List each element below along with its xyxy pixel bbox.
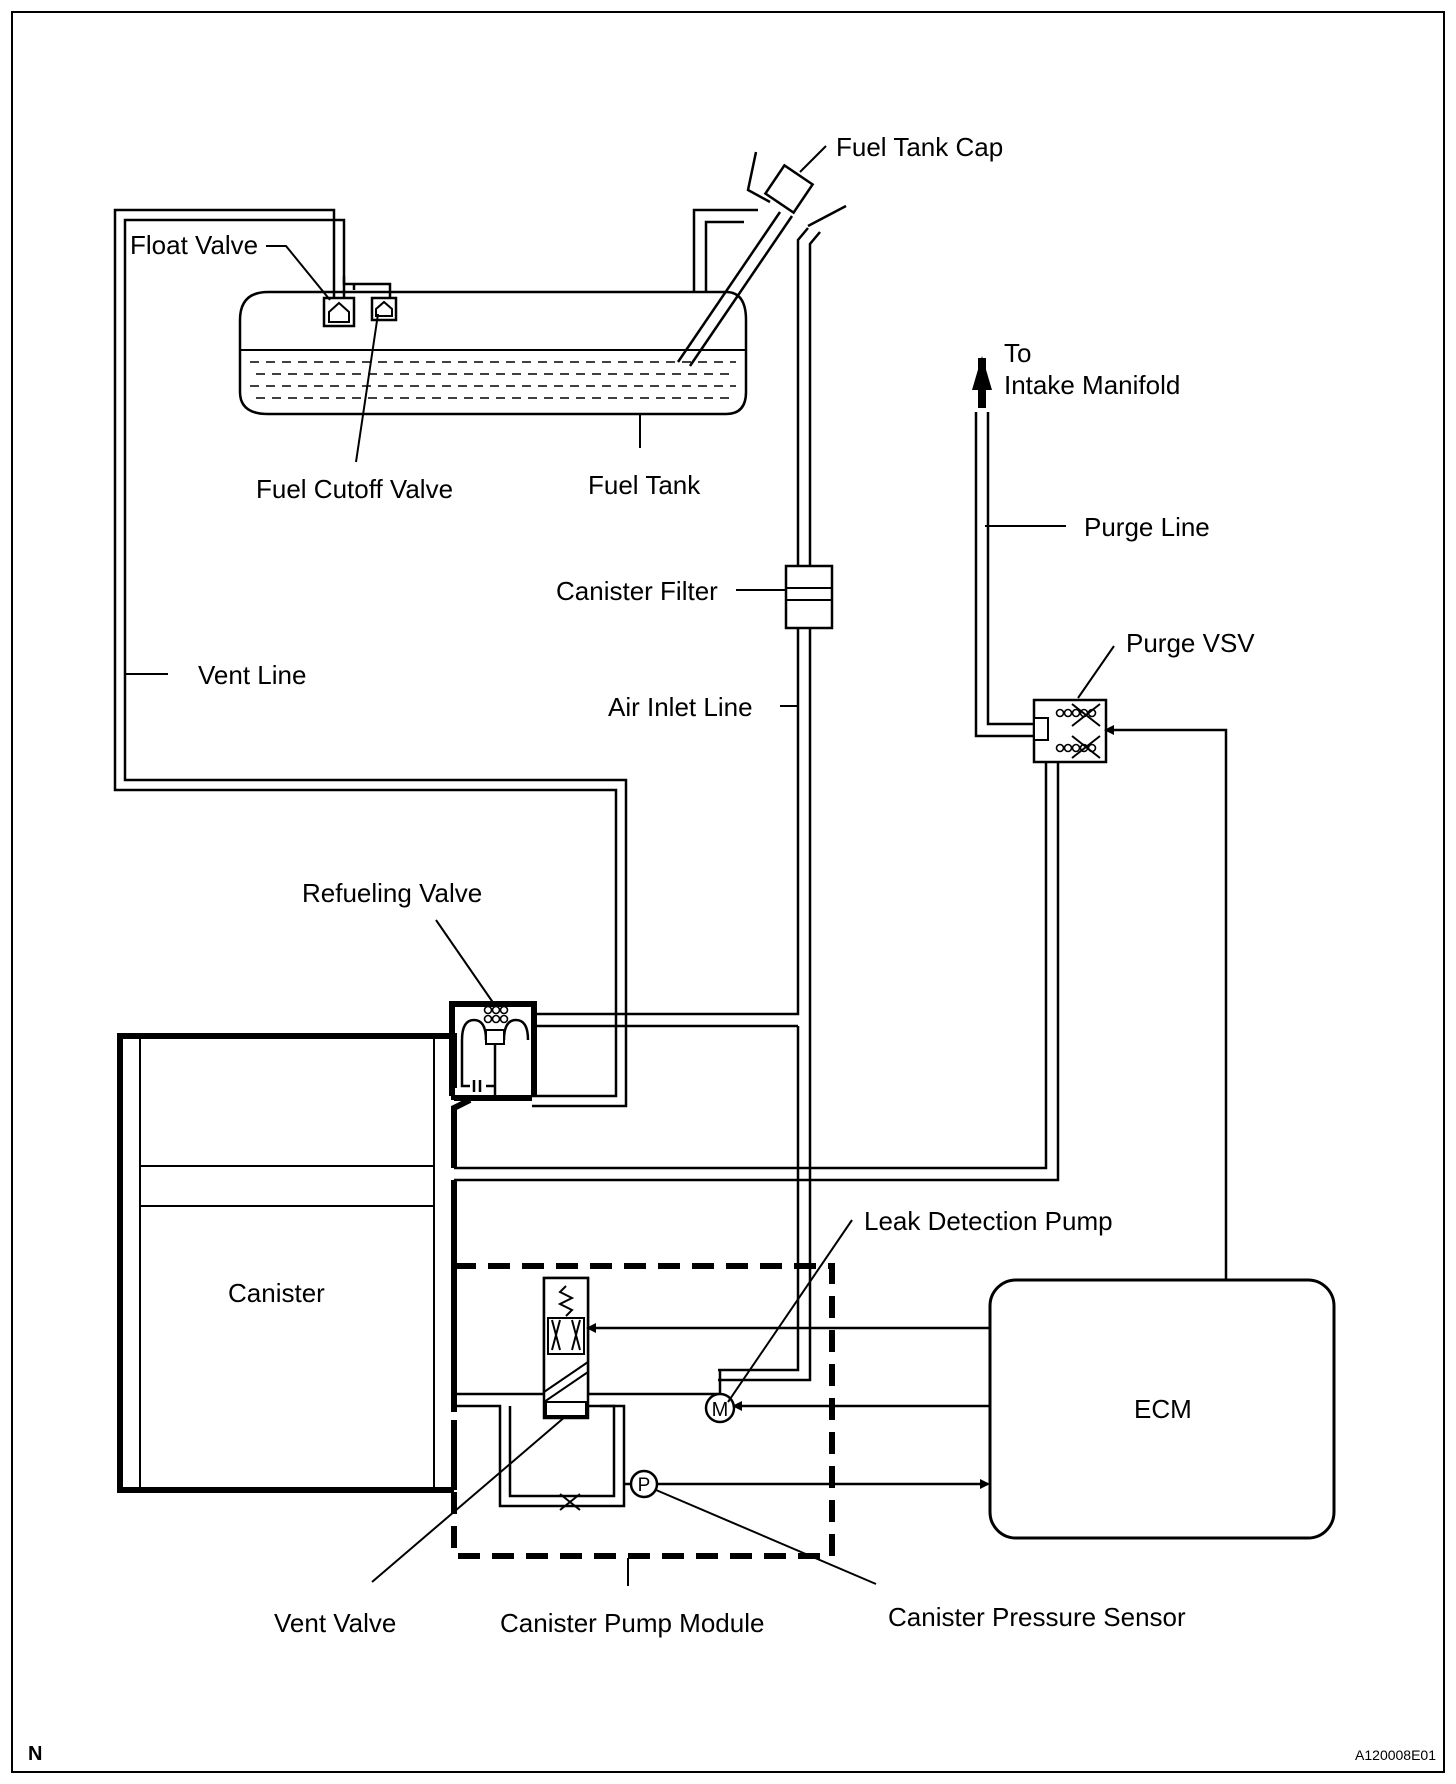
label-intake-manifold: Intake Manifold <box>1004 370 1180 400</box>
label-fuel-tank: Fuel Tank <box>588 470 701 500</box>
label-air-inlet-line: Air Inlet Line <box>608 692 753 722</box>
corner-mark: N <box>28 1743 42 1765</box>
figure-id: A120008E01 <box>1355 1747 1436 1763</box>
canister-pump-module-outline <box>451 1263 835 1559</box>
label-to: To <box>1004 338 1031 368</box>
refueling-valve-icon <box>449 1001 537 1096</box>
label-canister-pressure-sensor: Canister Pressure Sensor <box>888 1602 1186 1632</box>
label-refueling-valve: Refueling Valve <box>302 878 482 908</box>
vent-valve-icon <box>542 1276 590 1420</box>
canister-filter-icon <box>784 564 834 630</box>
fuel-cutoff-valve-icon <box>370 296 398 322</box>
label-purge-vsv: Purge VSV <box>1126 628 1255 658</box>
diagram-frame <box>11 11 1445 1773</box>
label-canister: Canister <box>228 1278 325 1308</box>
fuel-tank <box>238 290 748 416</box>
restriction-icon <box>559 1493 581 1511</box>
pressure-symbol: P <box>638 1475 651 1496</box>
purge-line <box>972 356 1034 738</box>
label-ecm: ECM <box>1134 1394 1192 1424</box>
label-float-valve: Float Valve <box>130 230 258 260</box>
label-fuel-cutoff-valve: Fuel Cutoff Valve <box>256 474 453 504</box>
fuel-tank-cap-icon <box>763 163 815 215</box>
air-inlet-line <box>532 227 821 1382</box>
label-purge-line: Purge Line <box>1084 512 1210 542</box>
ecm-box <box>988 1278 1336 1540</box>
canister <box>117 1033 532 1493</box>
label-canister-filter: Canister Filter <box>556 576 718 606</box>
float-valve-icon <box>322 296 356 328</box>
label-canister-pump-module: Canister Pump Module <box>500 1608 764 1638</box>
fuel-level-dashes <box>250 361 736 399</box>
label-leak-detection-pump: Leak Detection Pump <box>864 1206 1113 1236</box>
motor-symbol: M <box>712 1399 729 1421</box>
label-vent-line: Vent Line <box>198 660 306 690</box>
filler-neck <box>676 151 847 367</box>
purge-vsv-icon <box>1032 698 1108 764</box>
label-fuel-tank-cap: Fuel Tank Cap <box>836 132 1003 162</box>
vent-line <box>113 208 628 1108</box>
leader-lines <box>125 145 1115 1586</box>
label-vent-valve: Vent Valve <box>274 1608 396 1638</box>
